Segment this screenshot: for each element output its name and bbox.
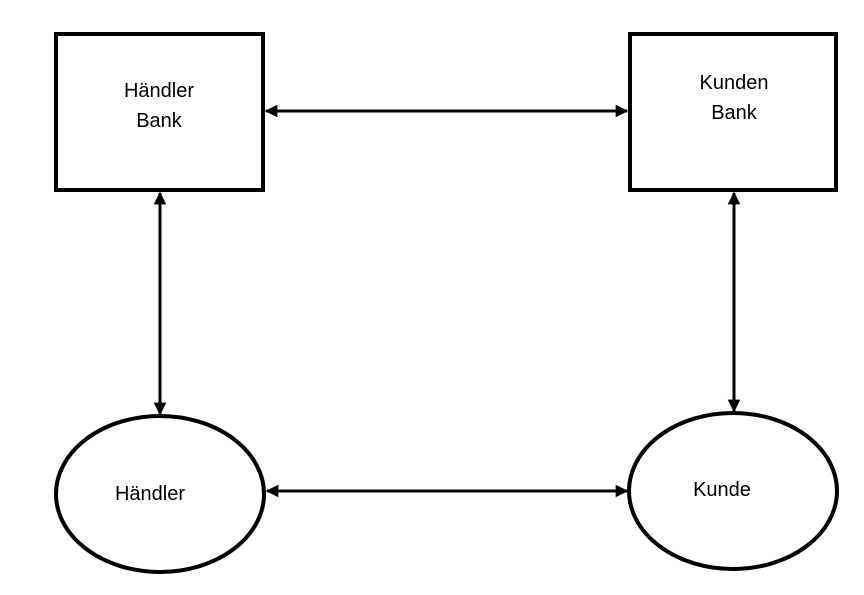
haendler-bank-box	[54, 32, 265, 192]
haendler-label: Händler	[115, 483, 185, 505]
kunde-node	[627, 411, 839, 571]
kunde-label: Kunde	[693, 479, 751, 501]
kunden-bank-box	[628, 32, 838, 192]
haendler-bank-label-line1: Händler	[124, 80, 194, 102]
kunden-bank-label-line1: Kunden	[700, 72, 769, 94]
haendler-bank-label-line2: Bank	[136, 110, 183, 132]
kunden-bank-label-line2: Bank	[711, 102, 758, 124]
haendler-node	[54, 414, 266, 574]
